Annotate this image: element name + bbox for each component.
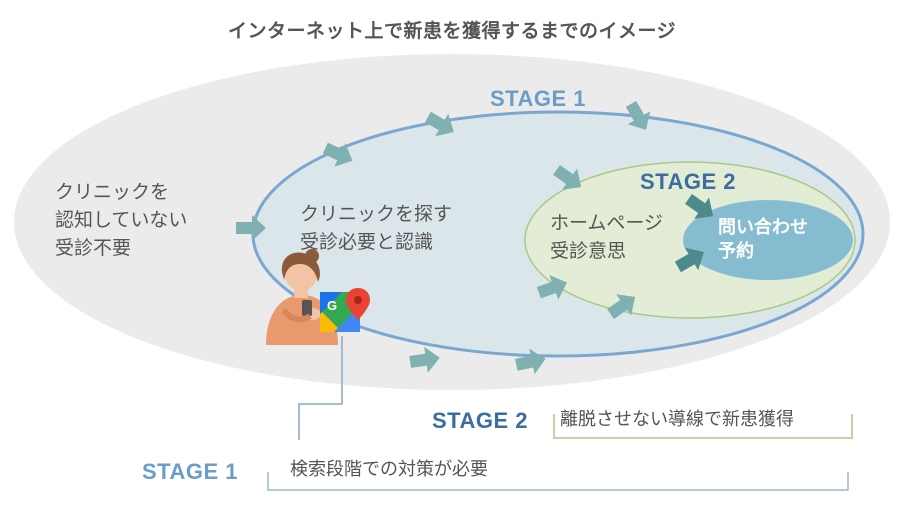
stage1-text: クリニックを探す 受診必要と認識 (300, 203, 453, 253)
bottom-stage2-note: 離脱させない導線で新患獲得 (560, 409, 794, 430)
goal-text: 問い合わせ 予約 (718, 217, 808, 262)
stage2-text: ホームページ 受診意思 (550, 212, 664, 262)
stage1-label: STAGE 1 (490, 86, 587, 111)
page-title: インターネット上で新患を獲得するまでのイメージ (227, 20, 677, 42)
bottom-stage1-note: 検索段階での対策が必要 (290, 459, 488, 480)
svg-text:G: G (327, 298, 337, 313)
stage2-bracket (553, 414, 853, 439)
outer-label: クリニックを 認知していない 受診不要 (55, 181, 188, 259)
connector-line (298, 336, 343, 440)
stage1-bracket (267, 472, 849, 491)
bottom-stage1-label: STAGE 1 (142, 459, 239, 484)
google-maps-icon: G (320, 288, 370, 332)
goal-ellipse (683, 200, 853, 280)
bottom-stage2-label: STAGE 2 (432, 408, 529, 433)
stage2-label: STAGE 2 (640, 169, 737, 194)
